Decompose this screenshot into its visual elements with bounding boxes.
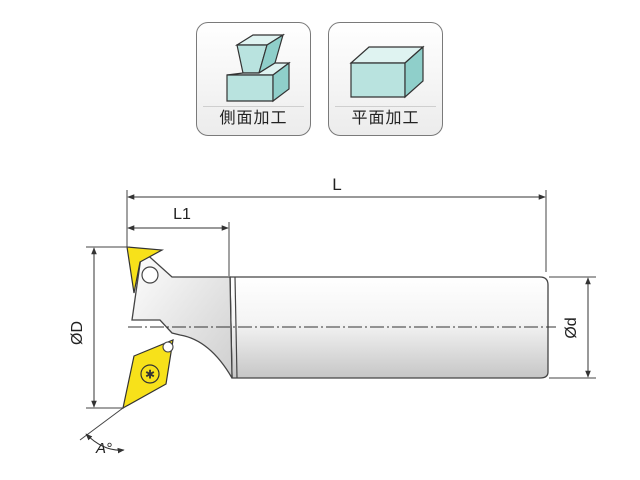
- face-machining-label: 平面加工: [335, 106, 436, 129]
- lower-screw-hole: [162, 341, 174, 353]
- lower-insert-screw: [140, 364, 160, 384]
- angle-extension-line: [79, 407, 124, 441]
- dim-label-D: ØD: [69, 321, 86, 345]
- upper-screw-hole: [141, 266, 159, 284]
- face-machining-badge: 平面加工: [328, 22, 443, 136]
- dim-label-d: Ød: [563, 317, 580, 338]
- side-machining-badge: 側面加工: [196, 22, 311, 136]
- tool-head: [131, 248, 233, 379]
- angle-arc: [85, 433, 125, 454]
- upper-insert: [126, 246, 165, 294]
- side-machining-label: 側面加工: [203, 106, 304, 129]
- tool-shank: [229, 276, 549, 379]
- face-machining-icon: [349, 45, 425, 99]
- dim-label-L: L: [332, 175, 341, 194]
- angle-label-A: A°: [95, 440, 112, 457]
- neck-line-2: [234, 276, 238, 379]
- side-machining-icon: [226, 33, 291, 103]
- dim-label-L1: L1: [173, 206, 191, 223]
- torx-icon: ✱: [145, 368, 155, 382]
